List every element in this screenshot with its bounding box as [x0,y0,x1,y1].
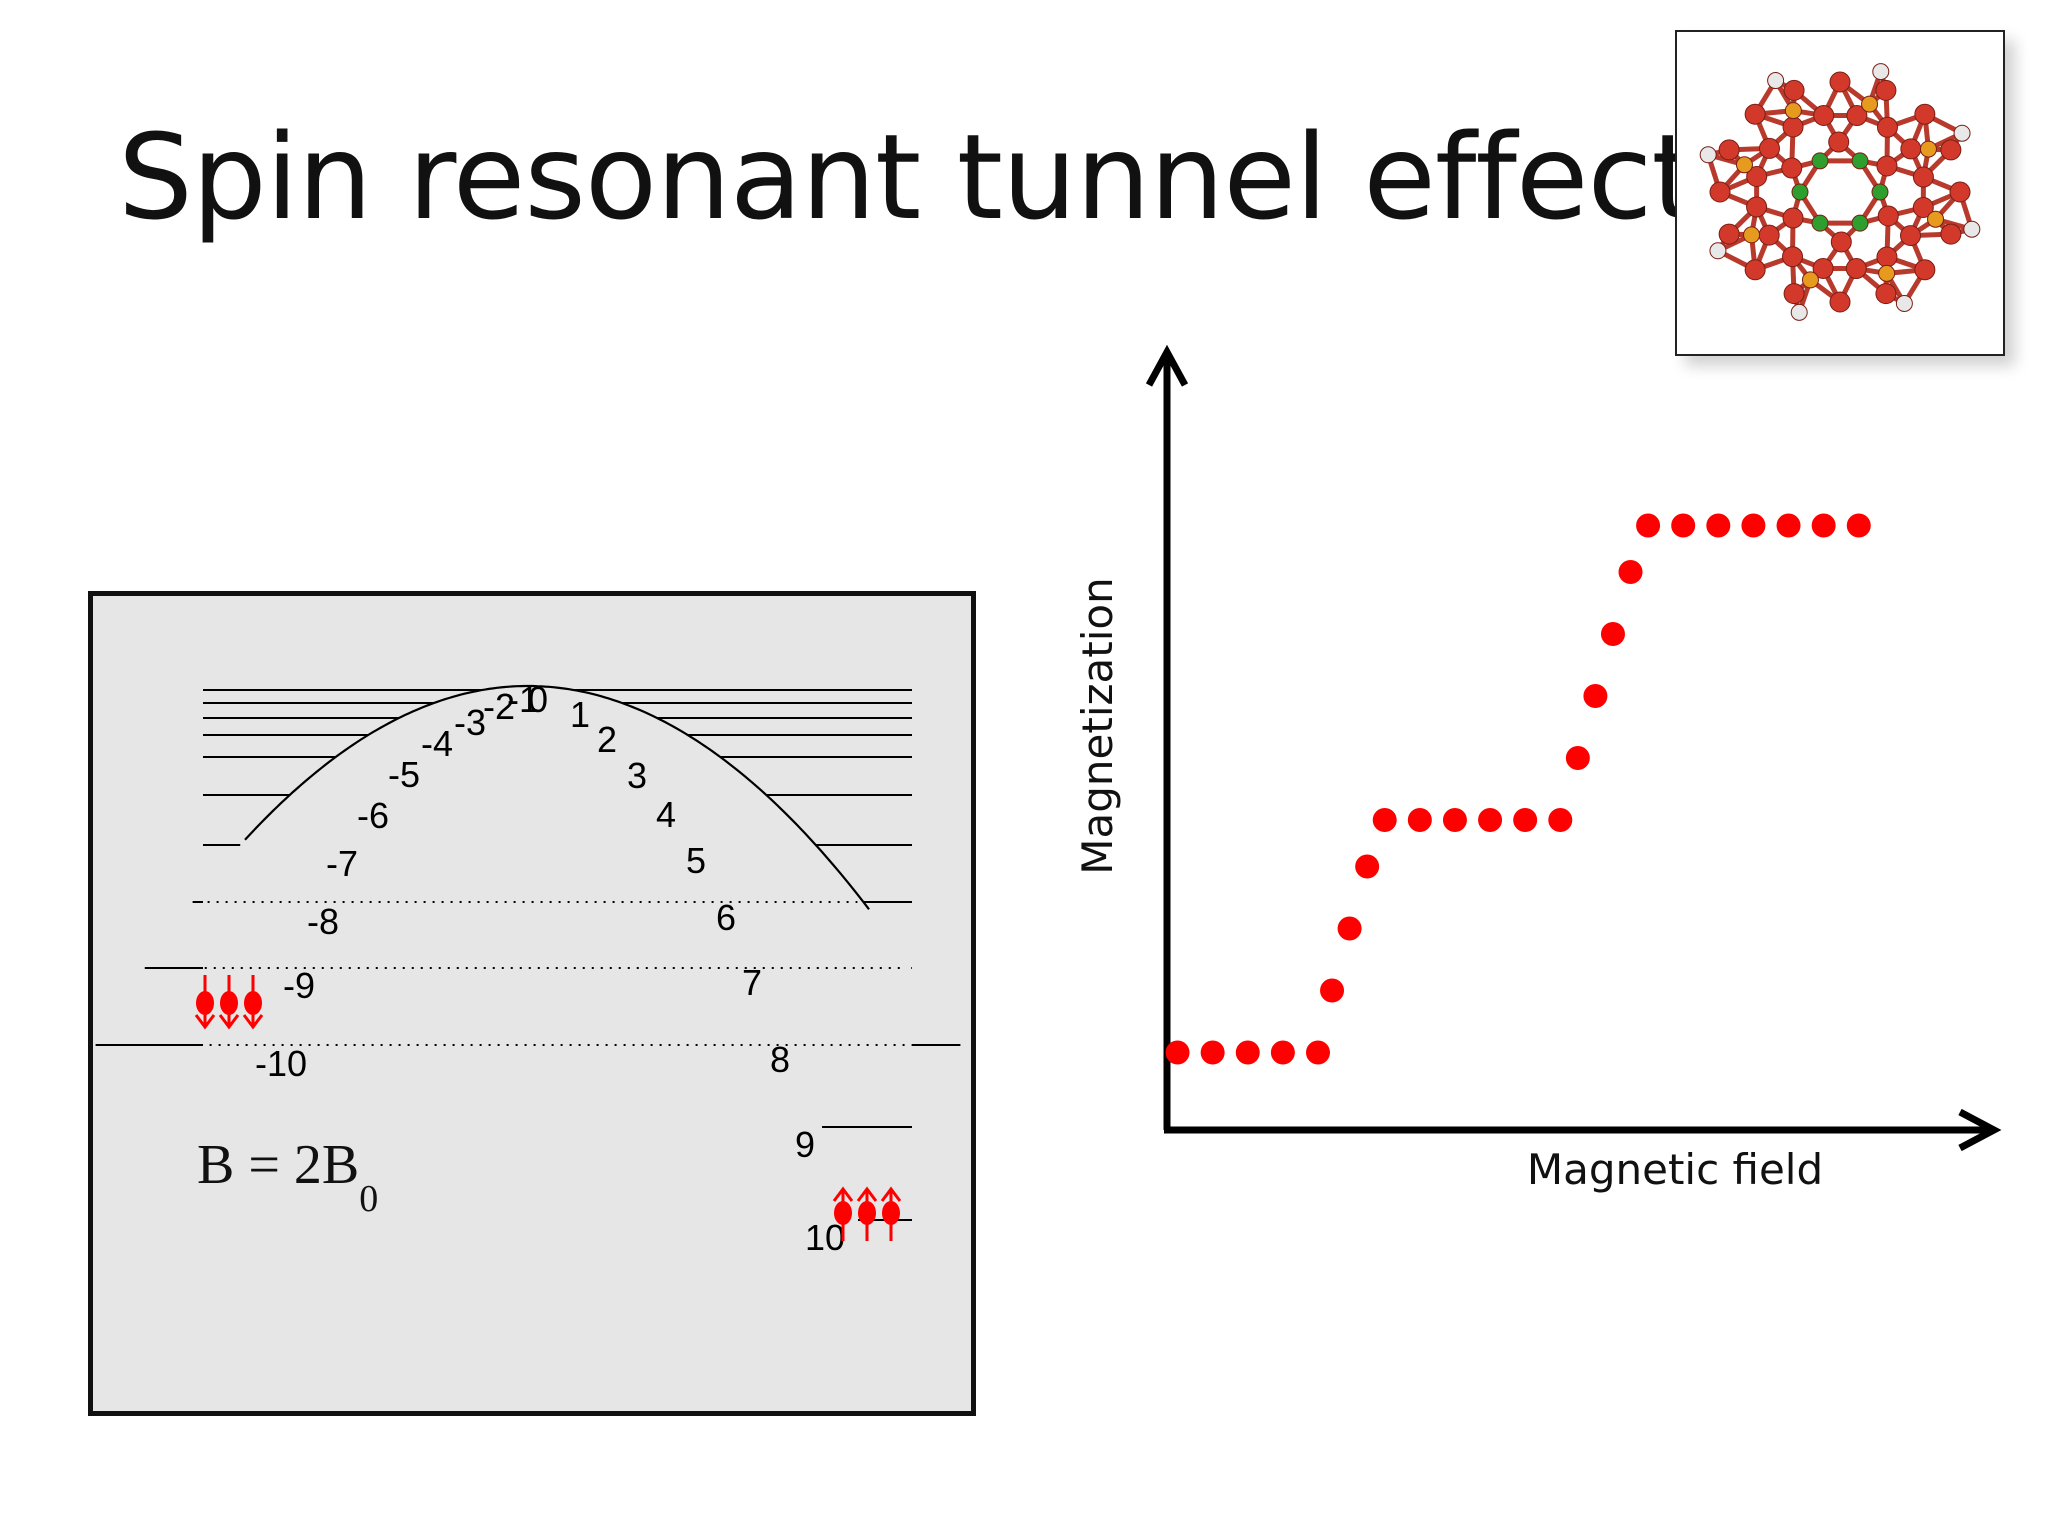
data-point-23 [1811,513,1836,538]
potential-curve [244,684,870,910]
level-label: -6 [357,795,389,836]
data-point-6 [1337,916,1362,941]
tunnel-lines [101,901,955,1046]
data-point-0 [1165,1040,1190,1065]
spin-down-icon-2 [242,975,264,1030]
level-label: -4 [421,723,453,764]
level-label: 9 [795,1124,815,1165]
data-point-16 [1600,622,1625,646]
data-point-20 [1706,513,1731,538]
data-point-24 [1846,513,1871,538]
data-point-13 [1548,808,1573,832]
level-label: 1 [570,694,590,735]
data-point-10 [1442,808,1467,832]
level-label: 2 [597,719,617,760]
level-label: 8 [770,1039,790,1080]
spin-up-icon-0 [832,1186,854,1241]
molecule-image [1675,30,2005,356]
data-point-3 [1270,1040,1295,1065]
x-axis-arrowhead [1958,1108,2002,1152]
energy-levels [95,689,961,1221]
data-point-9 [1407,808,1432,832]
level-label: 0 [528,679,548,720]
molecule-cluster-icon [1699,63,1981,321]
spin-down-icon-0 [194,975,216,1030]
data-point-2 [1235,1040,1260,1065]
level-label: -7 [326,843,358,884]
data-point-18 [1636,513,1661,538]
data-point-5 [1320,978,1345,1003]
data-point-17 [1618,560,1643,584]
spin-up-icon-2 [880,1186,902,1241]
level-label: -10 [255,1043,307,1084]
spin-down-group [194,975,264,1030]
data-point-19 [1671,513,1696,538]
energy-level-panel [88,591,976,1416]
data-point-1 [1200,1040,1225,1065]
field-equation: B = 2B0 [197,1134,378,1220]
data-point-22 [1776,513,1801,538]
spin-up-icon-1 [856,1186,878,1241]
field-equation-subscript: 0 [359,1178,378,1220]
level-label: -3 [454,702,486,743]
spin-up-group [832,1186,902,1241]
field-equation-main: B = 2B [197,1134,359,1196]
data-point-7 [1355,854,1380,879]
level-label: -5 [388,754,420,795]
magnetization-chart: Magnetic field Magnetization [1073,344,2002,1194]
level-label: 5 [686,840,706,881]
level-label: 10 [805,1217,845,1258]
y-axis-label: Magnetization [1073,577,1122,874]
level-label: -2 [483,686,515,727]
x-axis-label: Magnetic field [1527,1145,1823,1194]
data-point-8 [1372,808,1397,832]
level-label: -8 [307,901,339,942]
data-point-14 [1565,746,1590,770]
data-points [1165,513,1871,1065]
data-point-4 [1305,1040,1330,1065]
level-label: 6 [716,897,736,938]
data-point-12 [1513,808,1538,832]
level-label: 4 [656,794,676,835]
data-point-11 [1478,808,1503,832]
level-label: -9 [283,965,315,1006]
slide-title: Spin resonant tunnel effect [118,108,1698,246]
spin-down-icon-1 [218,975,240,1030]
level-label: 3 [627,755,647,796]
data-point-21 [1741,513,1766,538]
data-point-15 [1583,684,1608,708]
level-label: 7 [742,962,762,1003]
level-label: -1 [507,679,539,720]
y-axis-arrowhead [1145,344,1189,387]
